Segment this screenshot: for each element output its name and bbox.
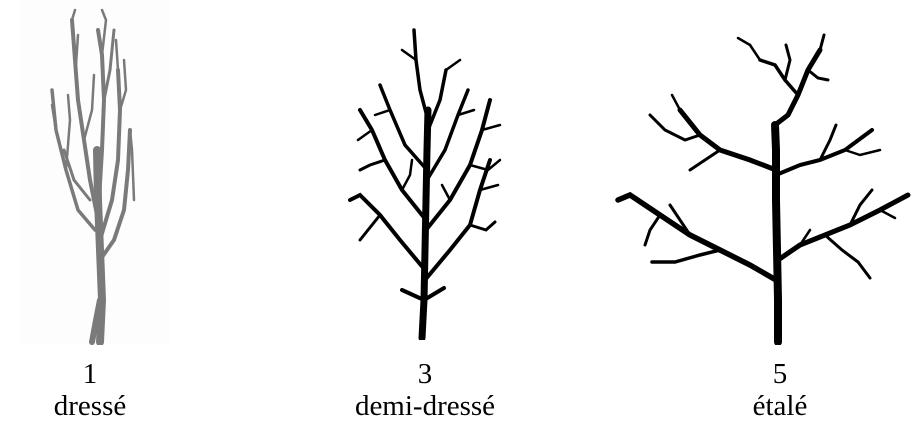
tree-number: 5 (700, 358, 860, 390)
tree-caption-semi-upright: 3 demi-dressé (330, 358, 520, 422)
tree-illustration-semi-upright (330, 0, 520, 340)
tree-habit-label: étalé (700, 390, 860, 422)
tree-caption-spreading: 5 étalé (700, 358, 860, 422)
tree-habit-label: demi-dressé (330, 390, 520, 422)
tree-number: 1 (30, 358, 150, 390)
tree-illustration-spreading (610, 0, 913, 345)
tree-caption-upright: 1 dressé (30, 358, 150, 422)
tree-illustration-upright (20, 0, 170, 345)
tree-habit-label: dressé (30, 390, 150, 422)
tree-number: 3 (330, 358, 520, 390)
